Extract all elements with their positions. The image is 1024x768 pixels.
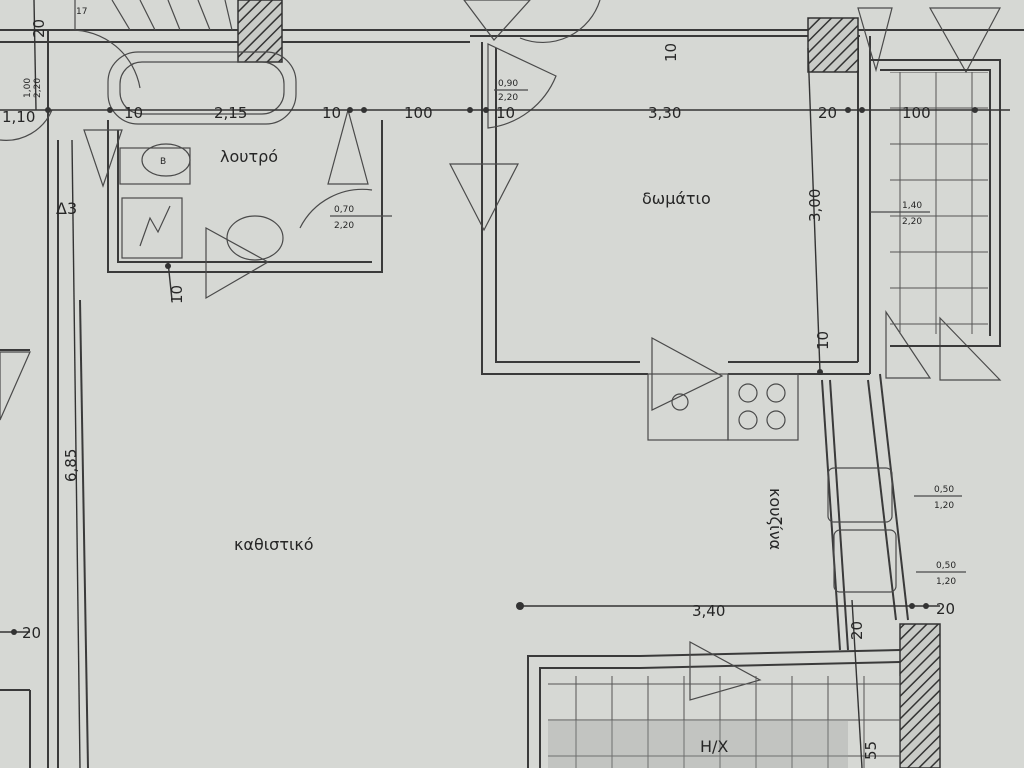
bath-door-label-b: 2,20 bbox=[334, 221, 354, 231]
kitchen-win1-label-a: 0,50 bbox=[934, 485, 954, 495]
dim-top-1-10: 1,10 bbox=[2, 108, 35, 126]
dim-top-2-15: 2,15 bbox=[214, 104, 247, 122]
room-label-living: καθιστικό bbox=[234, 535, 314, 554]
dim-top-10a: 10 bbox=[124, 104, 143, 122]
dim-left-6-85: 6,85 bbox=[62, 449, 80, 482]
dim-top-3-30: 3,30 bbox=[648, 104, 681, 122]
dim-bath-10-bottom: 10 bbox=[168, 285, 186, 304]
balcony-grid-right bbox=[870, 59, 1001, 347]
dim-kitchen-20-vert: 20 bbox=[848, 621, 866, 640]
door-swings bbox=[0, 0, 601, 229]
toilet-icon bbox=[119, 147, 191, 185]
sink-icon bbox=[833, 529, 897, 593]
kitchen-win2-label-a: 0,50 bbox=[936, 561, 956, 571]
dim-bedroom-10-top: 10 bbox=[662, 43, 680, 62]
room-label-bedroom: δωμάτιο bbox=[642, 189, 711, 208]
fridge-icon bbox=[827, 467, 893, 523]
dim-kitchen-20-right: 20 bbox=[936, 600, 955, 618]
dim-left-20: 20 bbox=[22, 624, 41, 642]
kitchen-win1-label-b: 1,20 bbox=[934, 501, 954, 511]
dim-bedroom-10-bottom: 10 bbox=[814, 331, 832, 350]
room-label-kitchen: κουζίνα bbox=[766, 488, 785, 550]
dim-top-10c: 10 bbox=[496, 104, 515, 122]
kitchen-win2-label-b: 1,20 bbox=[936, 577, 956, 587]
bath-door-label-a: 0,70 bbox=[334, 205, 354, 215]
column-top-right bbox=[807, 17, 859, 73]
elevation-markers bbox=[0, 0, 1002, 701]
dim-top-10b: 10 bbox=[322, 104, 341, 122]
opening-labels: 1,00 2,20 0,90 2,20 0,70 2,20 1,40 2,20 … bbox=[23, 78, 966, 587]
bidet-icon bbox=[226, 215, 284, 261]
door-top-label-b: 2,20 bbox=[498, 93, 518, 103]
column-top-center bbox=[237, 0, 283, 63]
room-label-heater: Η/Χ bbox=[700, 737, 728, 756]
basin-icon bbox=[121, 197, 183, 259]
dim-top-100b: 100 bbox=[902, 104, 931, 122]
bath-top-label-b: 2,20 bbox=[33, 78, 43, 98]
bedroom-win-label-a: 1,40 bbox=[902, 201, 922, 211]
heater-room-grid bbox=[548, 676, 900, 768]
bath-top-label-a: 1,00 bbox=[23, 78, 33, 98]
stairs-step-label: 17 bbox=[76, 7, 87, 17]
room-label-d3: Δ3 bbox=[56, 199, 77, 218]
walls bbox=[0, 29, 1024, 768]
dim-left-20-top: 20 bbox=[30, 19, 48, 38]
dim-top-100a: 100 bbox=[404, 104, 433, 122]
column-bottom-right bbox=[899, 623, 941, 768]
svg-text:B: B bbox=[160, 157, 166, 167]
kitchen-fixtures bbox=[647, 373, 897, 593]
dim-kitchen-3-40: 3,40 bbox=[692, 602, 725, 620]
bathroom-fixtures: B bbox=[107, 51, 297, 261]
stairs: 17 bbox=[74, 0, 233, 31]
dim-bedroom-3-00: 3,00 bbox=[806, 189, 824, 222]
dim-top-20: 20 bbox=[818, 104, 837, 122]
door-top-label-a: 0,90 bbox=[498, 79, 518, 89]
dim-bottom-55: 55 bbox=[862, 741, 880, 760]
room-label-bathroom: λουτρό bbox=[220, 147, 278, 166]
bedroom-win-label-b: 2,20 bbox=[902, 217, 922, 227]
stove-icon bbox=[727, 373, 799, 441]
bathtub-icon bbox=[107, 51, 297, 125]
